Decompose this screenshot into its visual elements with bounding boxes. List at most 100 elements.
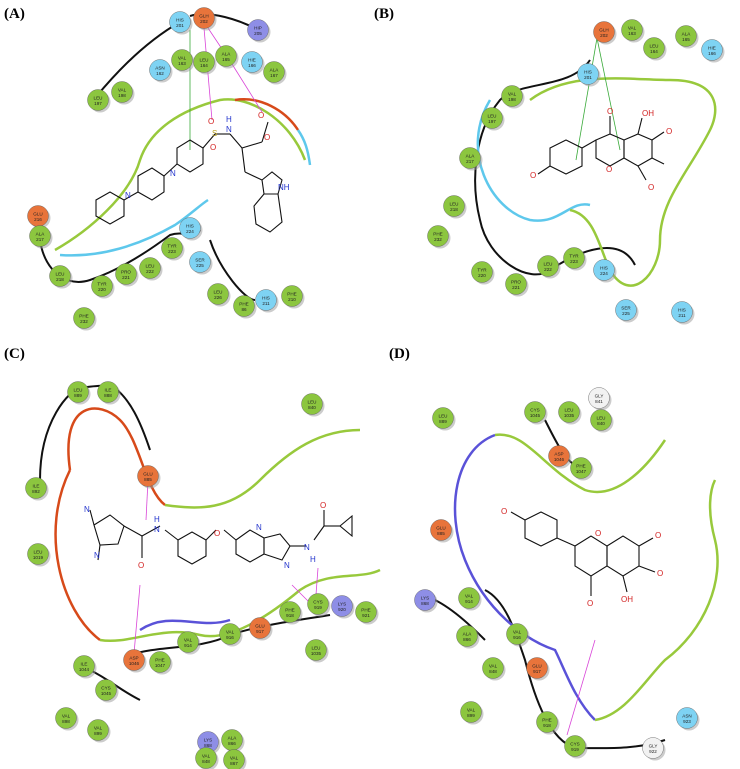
residue-number: 885 — [144, 477, 152, 482]
residue-number: 165 — [222, 57, 230, 62]
residue-number: 232 — [434, 237, 442, 242]
residue-name: TYR — [97, 282, 107, 287]
residue-name: ILE — [105, 388, 112, 393]
residue-name: PHE — [239, 302, 248, 307]
residue-number: 1045 — [101, 691, 112, 696]
residue-number: 848 — [489, 669, 497, 674]
panel-a-diagram: O S O N H O O N N NH GLH202HIP205HIS201V… — [27, 7, 312, 331]
residue-number: 868 — [204, 743, 212, 748]
pocket-polar-a — [296, 129, 312, 166]
residue-name: VAL — [226, 630, 235, 635]
residue-number: 918 — [286, 613, 294, 618]
residue-number: 224 — [600, 271, 608, 276]
residue-number: 163 — [628, 31, 636, 36]
residue-number: 919 — [314, 605, 322, 610]
residue-name: GLH — [599, 28, 608, 33]
panel-b-diagram: O OH O O O O GLH202VAL163LEU164ALA165HIE… — [427, 19, 725, 325]
residue-name: LEU — [312, 646, 321, 651]
atom-b-oh: OH — [642, 109, 654, 118]
residue-number: 899 — [94, 731, 102, 736]
residue-name: VAL — [465, 594, 474, 599]
residue-name: GLU — [33, 212, 42, 217]
atom-a-h: H — [226, 115, 232, 124]
atom-d-o2: O — [595, 529, 601, 538]
atom-c-n4: N — [256, 523, 262, 532]
residue-number: 841 — [595, 399, 603, 404]
residue-name: LEU — [308, 400, 317, 405]
atom-c-n2: N — [94, 551, 100, 560]
residue-name: PRO — [511, 280, 521, 285]
residue-number: 920 — [338, 607, 346, 612]
ligand-a — [95, 121, 283, 233]
residue-name: LEU — [94, 96, 103, 101]
atom-d-o5: O — [657, 569, 663, 578]
residue-number: 210 — [288, 297, 296, 302]
atom-c-h2: H — [310, 555, 316, 564]
residue-name: ILE — [81, 662, 88, 667]
pocket-positive-d — [453, 433, 596, 721]
residue-name: LEU — [439, 414, 448, 419]
residue-name: ASP — [554, 452, 563, 457]
pocket-lower-a — [59, 198, 209, 257]
residue-name: ALA — [222, 52, 232, 57]
residue-number: 1047 — [576, 469, 587, 474]
atom-c-n1: N — [84, 505, 90, 514]
residue-name: ALA — [270, 68, 280, 73]
atom-a-s: S — [212, 129, 217, 138]
residues-d: LEU889CYS1045LEU1035GLY841LEU840ASP1046P… — [414, 387, 700, 761]
pocket-exposed-c1 — [67, 407, 166, 506]
backbone-d2 — [434, 599, 486, 641]
residue-name: VAL — [62, 714, 71, 719]
residue-number: 1045 — [530, 413, 541, 418]
residue-name: HIE — [708, 46, 716, 51]
residue-name: HIS — [600, 266, 608, 271]
residue-name: HIS — [176, 18, 184, 23]
residue-name: CYS — [313, 600, 322, 605]
residue-number: 220 — [98, 287, 106, 292]
atom-a-n2: N — [170, 169, 176, 178]
residue-name: HIS — [584, 70, 592, 75]
residue-number: 916 — [226, 635, 234, 640]
residue-name: LEU — [34, 550, 43, 555]
residue-number: 198 — [118, 93, 126, 98]
residue-name: CYS — [101, 686, 110, 691]
pocket-outline-c1 — [164, 428, 361, 509]
residue-name: VAL — [628, 26, 637, 31]
residue-name: ALA — [228, 736, 238, 741]
residue-name: HIS — [678, 308, 686, 313]
residue-name: PHE — [542, 718, 551, 723]
panel-d-diagram: O O O O O OH LEU889CYS1045LEU1035GLY841L… — [414, 387, 719, 761]
residue-name: VAL — [184, 638, 193, 643]
residue-name: ILE — [33, 484, 40, 489]
residue-number: 1044 — [79, 667, 90, 672]
residue-name: GLU — [532, 664, 541, 669]
residue-name: HIS — [186, 224, 194, 229]
atom-d-oh: OH — [621, 595, 633, 604]
pocket-outline-c2 — [99, 568, 381, 643]
residue-number: 916 — [513, 635, 521, 640]
residue-name: HIP — [254, 26, 262, 31]
residue-name: GLU — [436, 526, 445, 531]
residue-number: 166 — [708, 51, 716, 56]
residue-number: 163 — [178, 61, 186, 66]
pocket-outline-b — [529, 77, 717, 287]
residue-number: 1035 — [564, 413, 575, 418]
